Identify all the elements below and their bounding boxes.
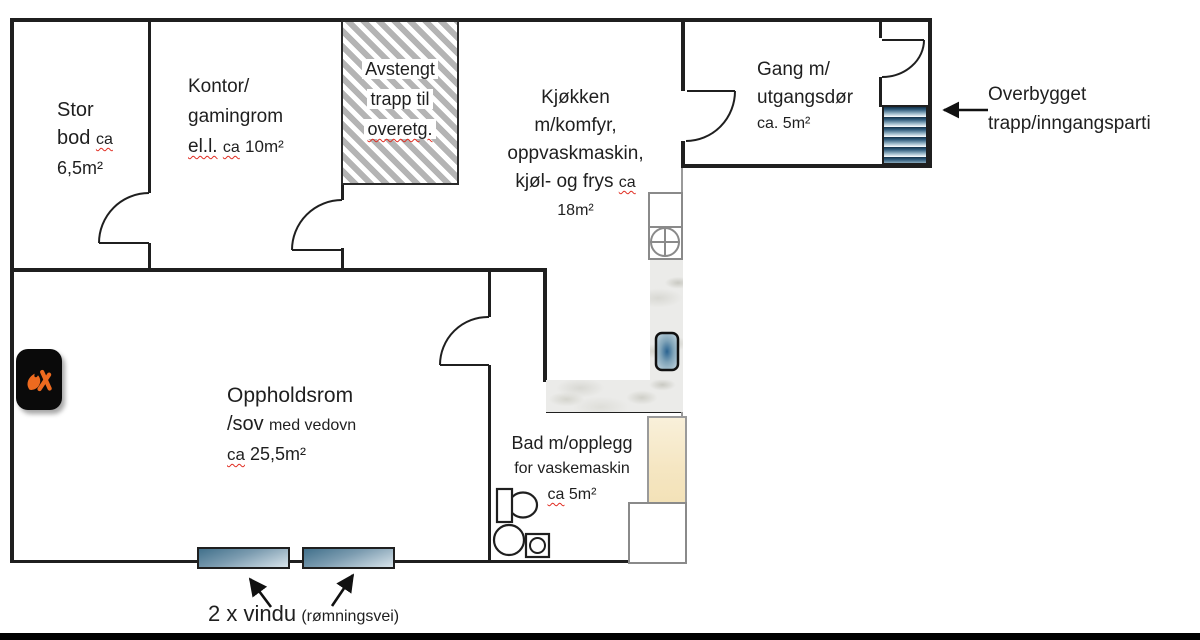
room-label-storbod: Stor bod ca 6,5m² — [57, 96, 113, 182]
outer-wall-right-gang — [928, 18, 932, 168]
counter-divider — [650, 226, 681, 228]
label-line: Kjøkken — [541, 87, 610, 108]
room-label-gang: Gang m/ utgangsdør ca. 5m² — [757, 56, 853, 136]
living-bad-divider-lower — [488, 365, 491, 562]
door-gang — [685, 90, 736, 142]
door-kontor — [291, 199, 343, 251]
label-line: bod — [57, 127, 91, 149]
label-line: trapp/inngangsparti — [988, 113, 1151, 134]
label-area: 25,5m² — [249, 444, 307, 464]
middle-horizontal-wall — [10, 268, 547, 272]
bottom-border-bar — [0, 633, 1200, 640]
entrance-stairs — [882, 105, 928, 165]
label-line: for vaskemaskin — [514, 460, 630, 477]
label-line: 2 x vindu — [208, 601, 297, 626]
label-ell: el.l. — [188, 136, 218, 157]
label-line: gamingrom — [188, 106, 284, 127]
label-ca: ca — [95, 131, 113, 148]
label-area: 5m² — [568, 486, 597, 503]
label-line: utgangsdør — [757, 87, 854, 108]
annotation-entrance: Overbygget trapp/inngangsparti — [988, 80, 1151, 138]
entry-door-jamb-lower — [879, 77, 882, 107]
window-1 — [197, 547, 290, 569]
wood-stove — [16, 349, 62, 410]
bod-kontor-divider-lower — [148, 243, 151, 270]
gang-left-wall-lower — [681, 141, 685, 168]
annotation-windows: 2 x vindu (rømningsvei) — [208, 600, 399, 631]
washbasin-icon — [492, 523, 526, 557]
room-label-oppholdsrom: Oppholdsrom /sov med vedovn ca 25,5m² — [227, 381, 356, 469]
wood-stove-flame-icon — [27, 369, 52, 391]
label-area: 6,5m² — [57, 158, 104, 178]
label-line: kjøl- og frys — [515, 171, 614, 192]
label-line: Kontor/ — [188, 76, 250, 97]
label-line: /sov — [227, 413, 264, 435]
kontor-kitchen-divider-upper — [341, 181, 344, 200]
outer-wall-top — [10, 18, 932, 22]
room-label-bad: Bad m/opplegg for vaskemaskin ca 5m² — [487, 430, 657, 508]
water-heater-cabinet — [647, 416, 687, 504]
label-line: Oppholdsrom — [227, 384, 354, 407]
label-ca: ca — [227, 445, 245, 464]
closed-stairs-hatch: Avstengt trapp til overetg. — [341, 20, 459, 185]
door-utgang — [881, 39, 925, 78]
outer-wall-left — [10, 18, 14, 562]
label-area: 18m² — [557, 202, 594, 219]
label-line: overetg. — [364, 119, 436, 139]
label-line: m/komfyr, — [534, 115, 617, 136]
living-bad-divider-upper — [488, 272, 491, 317]
gang-left-wall-upper — [681, 18, 685, 91]
label-line: (rømningsvei) — [301, 608, 400, 625]
room-label-kjokken: Kjøkken m/komfyr, oppvaskmaskin, kjøl- o… — [468, 84, 683, 225]
bod-kontor-divider-upper — [148, 21, 151, 193]
window-2 — [302, 547, 395, 569]
washing-machine-icon — [524, 532, 551, 559]
shower-cabinet — [628, 502, 687, 564]
label-ca: ca — [618, 174, 636, 191]
label-ca: ca — [222, 139, 240, 156]
label-area: ca. 5m² — [757, 115, 811, 132]
label-line: oppvaskmaskin, — [507, 143, 644, 164]
kontor-kitchen-divider-lower — [341, 248, 344, 270]
label-line: Stor — [57, 99, 94, 121]
label-line: Overbygget — [988, 84, 1087, 105]
label-line: Avstengt — [362, 59, 438, 79]
door-oppholdsrom — [439, 315, 490, 366]
corridor-floor-horizontal — [546, 380, 683, 412]
gang-bottom-wall — [683, 164, 932, 168]
door-bod — [98, 192, 150, 244]
room-label-avstengt: Avstengt trapp til overetg. — [343, 54, 457, 144]
label-line: med vedovn — [268, 417, 357, 434]
label-line: trapp til — [367, 89, 433, 109]
label-ca: ca — [547, 486, 565, 503]
label-line: Bad m/opplegg — [511, 433, 633, 453]
entry-door-jamb-upper — [879, 20, 882, 38]
room-label-kontor: Kontor/ gamingrom el.l. ca 10m² — [188, 72, 284, 163]
label-area: 10m² — [245, 137, 284, 156]
middle-vertical-wall — [543, 268, 547, 382]
label-line: Gang m/ — [757, 59, 830, 80]
